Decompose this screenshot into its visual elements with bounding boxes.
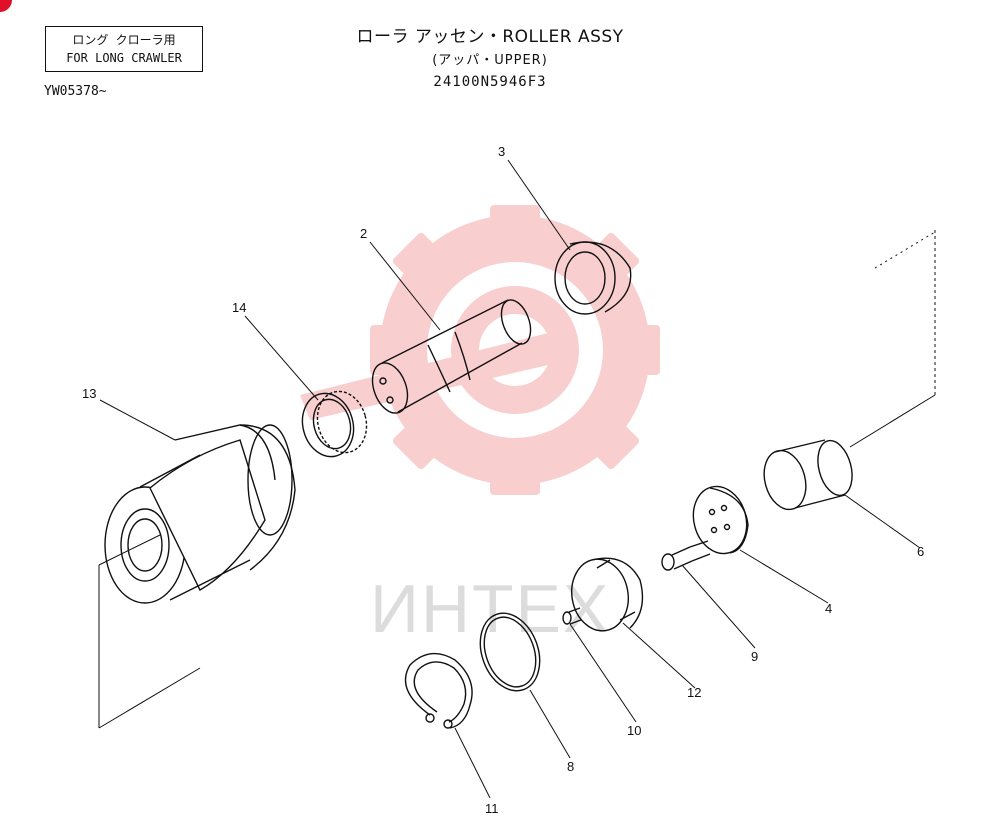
part-13-roller-body bbox=[104, 424, 296, 604]
note-line-2: FOR LONG CRAWLER bbox=[66, 51, 182, 65]
part-12-cap bbox=[571, 557, 644, 632]
page-subtitle: (アッパ・UPPER) bbox=[432, 53, 548, 68]
part-3-bushing bbox=[554, 241, 632, 315]
callout-11: 11 bbox=[485, 801, 499, 816]
callout-2: 2 bbox=[360, 226, 367, 241]
part-9-bolt bbox=[661, 540, 711, 571]
part-2-shaft bbox=[371, 299, 532, 414]
callout-9: 9 bbox=[751, 649, 758, 664]
callout-10: 10 bbox=[627, 723, 641, 738]
callout-4: 4 bbox=[825, 601, 832, 616]
callout-12: 12 bbox=[687, 685, 701, 700]
callout-6: 6 bbox=[917, 544, 924, 559]
callout-labels: 2 3 4 6 8 9 10 11 12 13 14 bbox=[82, 144, 924, 816]
callout-3: 3 bbox=[498, 144, 505, 159]
watermark-text: ИНТЕХ bbox=[370, 571, 610, 647]
part-number: 24100N5946F3 bbox=[433, 74, 547, 90]
watermark-logo bbox=[300, 205, 660, 495]
part-10-plug bbox=[562, 607, 582, 625]
part-11-snap-ring bbox=[404, 652, 473, 729]
part-4-cover-plate bbox=[692, 485, 749, 555]
callout-14: 14 bbox=[232, 300, 246, 315]
callout-13: 13 bbox=[82, 386, 96, 401]
title-block: ローラ アッセン・ROLLER ASSY (アッパ・UPPER) 24100N5… bbox=[300, 22, 680, 90]
part-14-seal bbox=[301, 390, 368, 458]
serial-number: YW05378~ bbox=[44, 84, 107, 99]
part-6-sleeve bbox=[763, 439, 853, 511]
callout-8: 8 bbox=[567, 759, 574, 774]
note-line-1: ロング クローラ用 bbox=[72, 33, 176, 47]
part-8-o-ring bbox=[479, 612, 541, 692]
long-crawler-note: ロング クローラ用 FOR LONG CRAWLER bbox=[45, 26, 203, 72]
page-title: ローラ アッセン・ROLLER ASSY bbox=[356, 27, 624, 47]
